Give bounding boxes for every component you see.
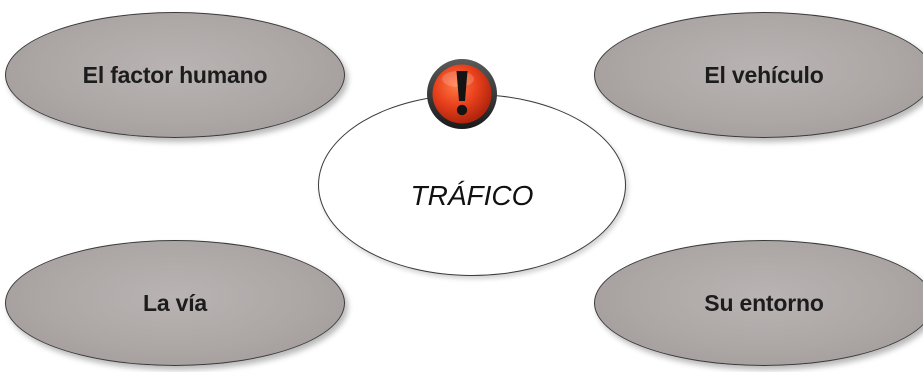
node-label: La vía — [142, 289, 207, 316]
node-label: El factor humano — [82, 61, 268, 88]
node-factor-humano: El factor humano — [5, 12, 345, 138]
node-vehiculo: El vehículo — [594, 12, 923, 138]
exclamation-warning-icon — [427, 59, 497, 129]
node-entorno: Su entorno — [594, 240, 923, 366]
node-label: Su entorno — [704, 289, 824, 316]
center-label: TRÁFICO — [410, 180, 534, 211]
node-via: La vía — [5, 240, 345, 366]
node-label: El vehículo — [704, 61, 824, 88]
